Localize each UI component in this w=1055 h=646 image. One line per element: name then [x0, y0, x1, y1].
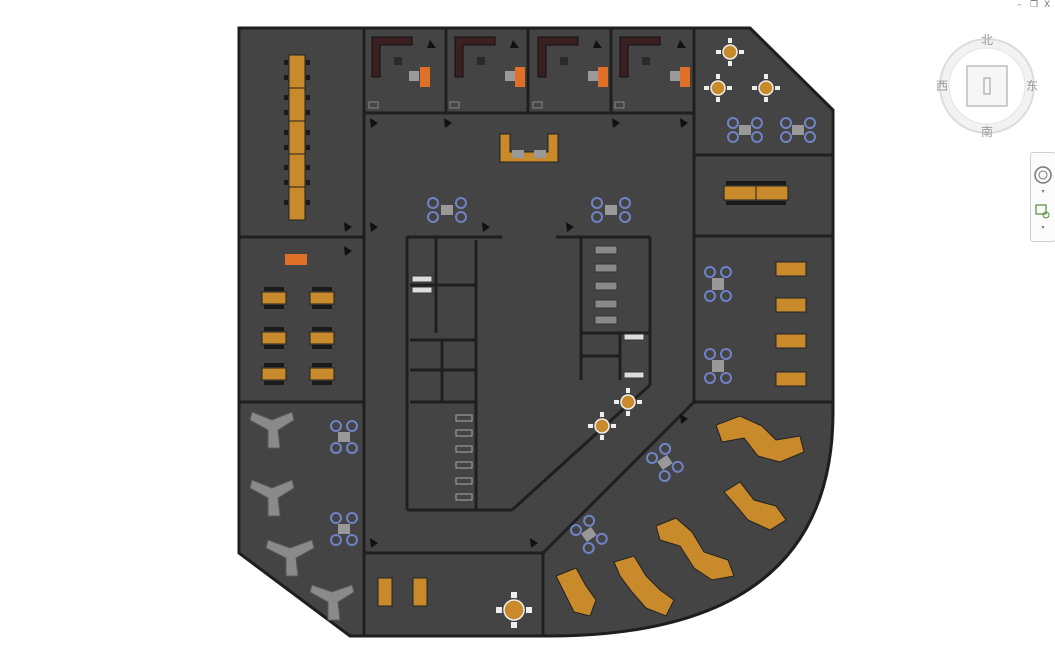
steering-wheel-icon[interactable]: [1034, 166, 1052, 184]
compass-ring[interactable]: [932, 34, 1042, 144]
core-lockers: [594, 245, 618, 325]
meeting-table-top-right: [723, 181, 789, 205]
compass-south[interactable]: 南: [981, 125, 994, 139]
interior-walls: [239, 28, 833, 636]
lounge-seating: [330, 117, 816, 555]
zoom-region-icon[interactable]: [1035, 204, 1050, 219]
training-chairs: [264, 287, 332, 385]
orange-cabinet: [285, 254, 307, 265]
curved-desk-clusters: [555, 415, 805, 617]
close-button[interactable]: X: [1044, 0, 1051, 10]
compass-north[interactable]: 北: [981, 33, 994, 47]
workstation-clusters: [249, 411, 355, 621]
desk-pairs-right: [775, 261, 807, 387]
chevron-down-icon[interactable]: ▾: [1041, 188, 1044, 195]
training-tables: [261, 291, 335, 381]
view-markers: [344, 40, 688, 548]
viewcube-top-face[interactable]: [966, 65, 1008, 107]
compass-west[interactable]: 西: [936, 79, 949, 93]
office-desks: [368, 36, 690, 109]
minimize-button[interactable]: –: [1017, 0, 1022, 10]
compass-east[interactable]: 东: [1026, 79, 1039, 93]
restroom-fixtures: [411, 275, 645, 379]
small-meeting-tables: [377, 577, 428, 607]
long-conference-table: [284, 54, 310, 221]
viewcube[interactable]: 北 南 东 西: [932, 34, 1042, 144]
reception-desk: [499, 133, 559, 163]
restore-button[interactable]: ❐: [1030, 0, 1039, 10]
navigation-bar: ▾ ▾: [1030, 152, 1055, 242]
stairs: [455, 414, 473, 501]
round-tables: [496, 38, 780, 628]
chevron-down-icon[interactable]: ▾: [1041, 224, 1044, 231]
building-floor: [237, 26, 835, 638]
